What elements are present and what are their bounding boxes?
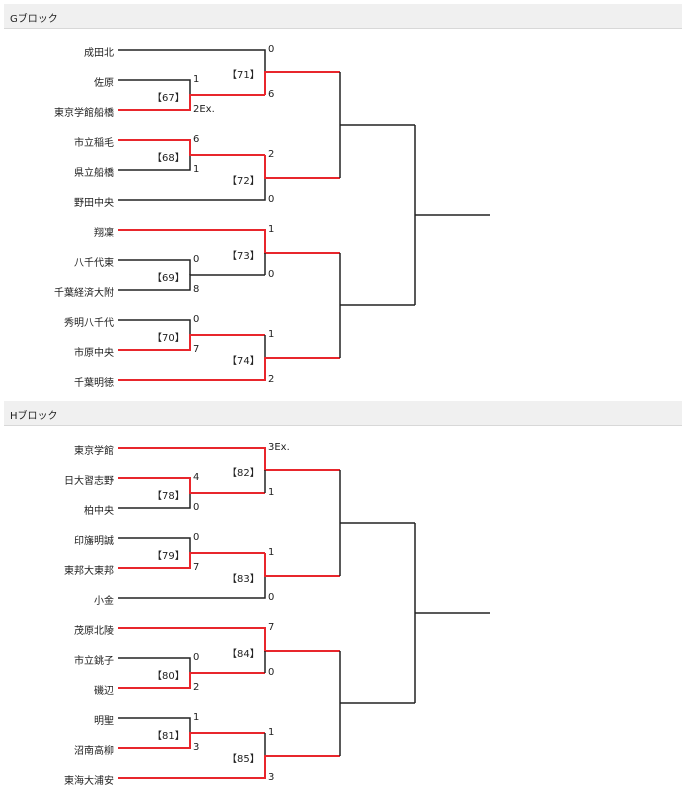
- h-block-bracket: 東京学館 日大習志野 柏中央 印旛明誠 東邦大東邦 小金 茂原北陵 市立銚子 磯…: [0, 398, 690, 792]
- score: 0: [268, 194, 275, 205]
- team-name: 東京学館船橋: [54, 108, 114, 119]
- match-number: 【84】: [227, 649, 260, 660]
- match-number: 【79】: [152, 551, 185, 562]
- match-number: 【69】: [152, 273, 185, 284]
- team-name: 市立銚子: [74, 656, 114, 667]
- team-name: 千葉明徳: [74, 378, 114, 389]
- score: 2Ex.: [193, 104, 215, 115]
- score: 1: [268, 487, 275, 498]
- h-block-header: Hブロック: [4, 401, 682, 426]
- team-name: 東海大浦安: [64, 776, 114, 787]
- score: 7: [268, 622, 275, 633]
- team-name: 翔凜: [94, 228, 114, 239]
- team-name: 野田中央: [74, 198, 114, 209]
- team-name: 明聖: [94, 716, 114, 727]
- score: 0: [268, 269, 275, 280]
- score: 6: [268, 89, 275, 100]
- h-block-title: Hブロック: [10, 411, 58, 422]
- score: 2: [268, 374, 275, 385]
- team-name: 茂原北陵: [74, 626, 114, 637]
- score: 0: [193, 254, 200, 265]
- score: 2: [193, 682, 200, 693]
- score: 7: [193, 562, 200, 573]
- g-block-title: Gブロック: [10, 14, 58, 25]
- match-number: 【68】: [152, 153, 185, 164]
- match-number: 【70】: [152, 333, 185, 344]
- score: 1: [268, 547, 275, 558]
- score: 1: [193, 74, 200, 85]
- team-name: 東京学館: [74, 446, 114, 457]
- h-bracket-lines: [118, 447, 490, 779]
- team-name: 磯辺: [94, 686, 114, 697]
- team-name: 日大習志野: [64, 476, 114, 487]
- team-name: 八千代東: [74, 258, 114, 269]
- match-number: 【81】: [152, 731, 185, 742]
- score: 1: [268, 329, 275, 340]
- team-name: 印旛明誠: [74, 536, 114, 547]
- team-name: 佐原: [94, 78, 114, 89]
- match-number: 【78】: [152, 491, 185, 502]
- team-name: 市原中央: [74, 348, 114, 359]
- score: 3: [268, 772, 275, 783]
- match-number: 【80】: [152, 671, 185, 682]
- score: 0: [193, 502, 200, 513]
- score: 0: [193, 314, 200, 325]
- score: 3: [193, 742, 200, 753]
- match-number: 【67】: [152, 93, 185, 104]
- match-number: 【72】: [227, 176, 260, 187]
- g-block-header: Gブロック: [4, 4, 682, 29]
- team-name: 秀明八千代: [64, 318, 114, 329]
- match-number: 【74】: [227, 356, 260, 367]
- match-number: 【83】: [227, 574, 260, 585]
- score: 0: [193, 532, 200, 543]
- team-name: 沼南高柳: [74, 746, 114, 757]
- score: 6: [193, 134, 200, 145]
- g-block-bracket: 成田北 佐原 東京学館船橋 市立稲毛 県立船橋 野田中央 翔凜 八千代東 千葉経…: [54, 44, 490, 389]
- team-name: 東邦大東邦: [64, 566, 114, 577]
- score: 0: [268, 44, 275, 55]
- team-name: 千葉経済大附: [54, 288, 114, 299]
- score: 1: [193, 712, 200, 723]
- match-number: 【73】: [227, 251, 260, 262]
- team-name: 市立稲毛: [74, 138, 114, 149]
- score: 8: [193, 284, 200, 295]
- match-number: 【82】: [227, 468, 260, 479]
- match-number: 【71】: [227, 70, 260, 81]
- team-name: 小金: [94, 596, 114, 607]
- score: 1: [268, 224, 275, 235]
- score: 0: [268, 592, 275, 603]
- g-bracket-lines: [118, 49, 490, 381]
- score: 1: [193, 164, 200, 175]
- score: 4: [193, 472, 200, 483]
- score: 0: [193, 652, 200, 663]
- team-name: 県立船橋: [74, 168, 114, 179]
- score: 0: [268, 667, 275, 678]
- score: 7: [193, 344, 200, 355]
- score: 3Ex.: [268, 442, 290, 453]
- score: 2: [268, 149, 275, 160]
- team-name: 成田北: [84, 48, 114, 59]
- team-name: 柏中央: [84, 506, 114, 517]
- match-number: 【85】: [227, 754, 260, 765]
- score: 1: [268, 727, 275, 738]
